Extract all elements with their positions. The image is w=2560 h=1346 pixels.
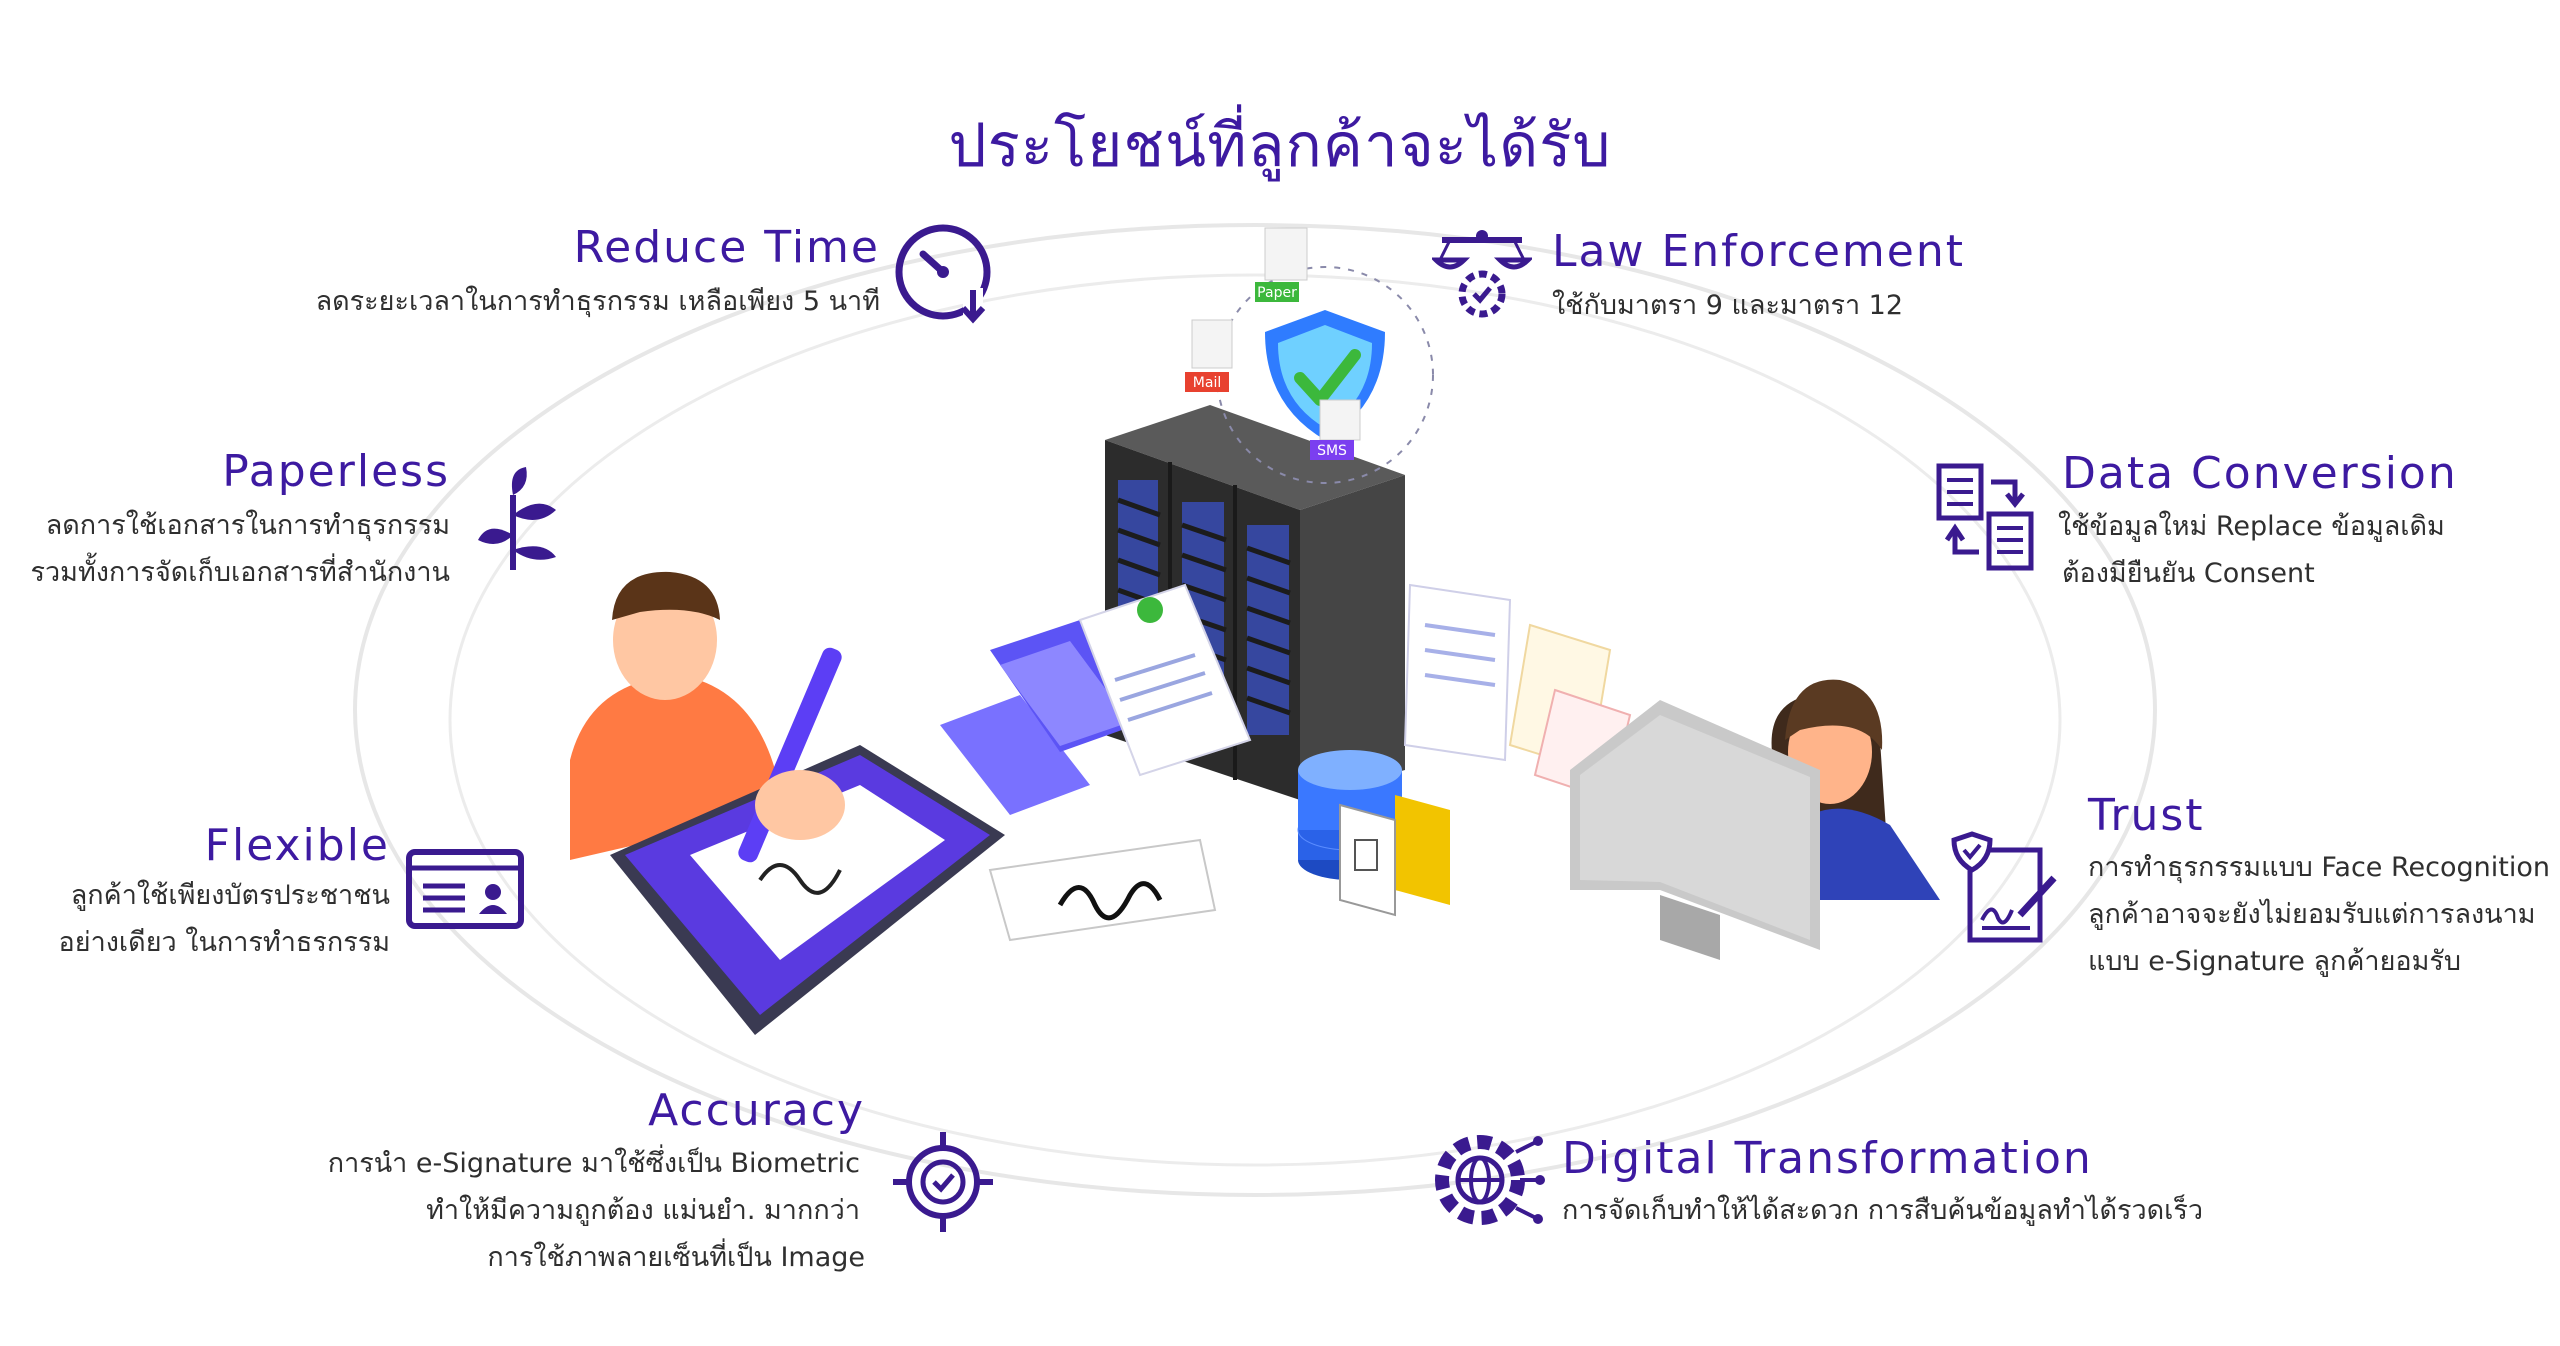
paper-tag: Paper [1257,285,1297,301]
scales-gear-icon [1432,222,1532,322]
trust-desc-line-1: การทำธุรกรรมแบบ Face Recognition [2088,852,2550,883]
accuracy-desc-line-3: การใช้ภาพลายเซ็นที่เป็น Image [487,1242,865,1273]
target-check-icon [893,1132,993,1232]
document-convert-icon [1935,462,2035,572]
woman-at-monitor [1570,679,1940,960]
accuracy-title: Accuracy [648,1085,865,1136]
paperless-desc-line-2: รวมทั้งการจัดเก็บเอกสารที่สำนักงาน [30,557,450,588]
flying-documents-left [940,583,1252,815]
plant-icon [468,465,563,575]
document-folders [1339,795,1450,917]
data-conversion-title: Data Conversion [2062,448,2458,499]
mail-tag: Mail [1193,375,1221,391]
outer-orbit-ring [353,223,2157,1197]
trust-desc-line-2: ลูกค้าอาจจะยังไม่ยอมรับแต่การลงนาม [2088,899,2536,930]
flexible-desc-line-1: ลูกค้าใช้เพียงบัตรประชาชน [70,880,390,911]
trust-desc-line-3: แบบ e-Signature ลูกค้ายอมรับ [2088,946,2462,977]
digital-transformation-desc-line-1: การจัดเก็บทำให้ได้สะดวก การสืบค้นข้อมูลท… [1562,1195,2204,1226]
digital-transformation-title: Digital Transformation [1562,1133,2093,1184]
accuracy-desc-line-2: ทำให้มีความถูกต้อง แม่นยำ. มากกว่า [426,1195,860,1226]
page-title: ประโยชน์ที่ลูกค้าจะได้รับ [948,111,1612,181]
flying-documents-right [1403,583,1632,802]
man-with-tablet [570,571,1217,1035]
law-enforcement-title: Law Enforcement [1552,226,1966,277]
reduce-time-title: Reduce Time [573,222,880,273]
globe-gear-icon [1430,1122,1545,1237]
data-conversion-desc-line-1: ใช้ข้อมูลใหม่ Replace ข้อมูลเดิม [2058,511,2445,542]
data-conversion-desc-line-2: ต้องมียืนยัน Consent [2062,558,2315,589]
law-enforcement-desc-line-1: ใช้กับมาตรา 9 และมาตรา 12 [1552,290,1904,321]
sms-tag: SMS [1317,443,1347,459]
trust-title: Trust [2088,790,2205,841]
id-card-icon [405,848,525,930]
reduce-time-desc-line-1: ลดระยะเวลาในการทำธุรกรรม เหลือเพียง 5 นา… [315,286,880,317]
signed-document-shield-icon [1950,830,2060,945]
paperless-desc-line-1: ลดการใช้เอกสารในการทำธุรกรรม [45,510,450,541]
accuracy-desc-line-1: การนำ e-Signature มาใช้ซึ่งเป็น Biometri… [327,1148,860,1179]
flexible-desc-line-2: อย่างเดียว ในการทำธรกรรม [58,927,390,958]
security-shield: Paper Mail SMS [1185,227,1434,484]
paperless-title: Paperless [222,446,450,497]
flexible-title: Flexible [204,820,390,871]
clock-icon [893,220,1001,328]
inner-orbit-ring [448,273,2062,1167]
